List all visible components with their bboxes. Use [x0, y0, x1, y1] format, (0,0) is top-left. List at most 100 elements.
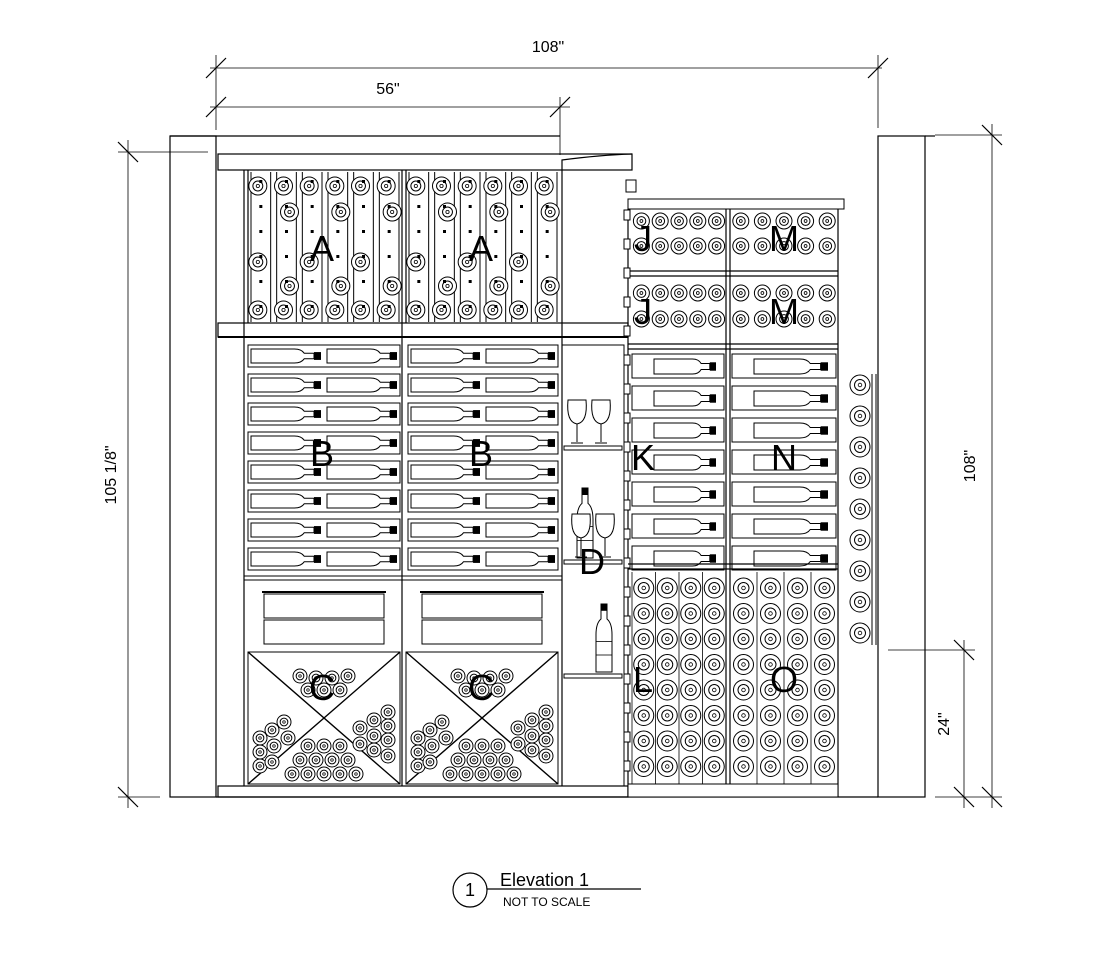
peg [259, 230, 263, 233]
bottle-shelf [247, 518, 401, 542]
bottle-end [656, 705, 678, 726]
bottle-end [633, 679, 655, 701]
bottle-shelf [247, 344, 401, 368]
bottle-end [708, 212, 726, 230]
peg [520, 205, 523, 208]
bottle-shelf [631, 353, 725, 379]
bottle-end [299, 300, 319, 320]
peg [336, 205, 340, 208]
bottle-shelf [731, 449, 837, 475]
peg [494, 230, 498, 233]
label-m-bottom: M [769, 291, 799, 332]
bottle-end [680, 679, 702, 701]
bottle-end [703, 577, 725, 599]
drawing-scale-note: NOT TO SCALE [503, 895, 590, 909]
peg [259, 180, 263, 183]
edge-notch [623, 528, 631, 540]
bottle-end [670, 284, 688, 302]
wine-glass [595, 513, 615, 558]
bottle-end [656, 730, 678, 752]
overall-width-label: 108" [532, 39, 564, 56]
edge-notch [623, 296, 631, 308]
peg [310, 205, 314, 208]
bottle-end [708, 237, 726, 255]
bottle-end [538, 748, 554, 764]
bottle-end [276, 714, 292, 730]
bottle-side [653, 454, 716, 471]
left-height-label: 105 1/8" [103, 445, 120, 504]
peg [520, 305, 523, 308]
bottle-end [524, 712, 540, 728]
bottle-side [410, 377, 480, 393]
bottle-end [366, 742, 382, 758]
section-j-m-racks [623, 179, 845, 797]
bottle-end [633, 756, 655, 777]
bottle-end [498, 752, 514, 768]
bottle-end [442, 766, 458, 782]
bottle-end [534, 176, 554, 196]
bottle-side [410, 522, 480, 538]
drawing-number: 1 [465, 880, 475, 900]
bottle-side [653, 358, 716, 375]
bottle-shelf [631, 545, 725, 571]
bottle-end [252, 758, 268, 774]
bottle-end [308, 670, 324, 686]
bottle-end [366, 728, 382, 744]
bottle-end [703, 705, 725, 726]
bottle-shelf [407, 431, 559, 455]
label-j-top: J [634, 218, 652, 259]
peg [310, 280, 314, 283]
bottle-end [331, 202, 351, 222]
drawer [421, 593, 543, 619]
bottle-end [376, 300, 396, 320]
peg [285, 280, 288, 283]
bottle-end [787, 628, 808, 650]
bottle-end [510, 736, 526, 752]
bottle-end [380, 704, 396, 720]
bottle-end [382, 202, 402, 222]
peg [362, 180, 365, 183]
glass-shelf [563, 673, 623, 679]
drawer [421, 619, 543, 645]
bottle-side [326, 348, 397, 364]
bottle-shelf [407, 518, 559, 542]
bottle-end [466, 670, 482, 686]
edge-notch [623, 499, 631, 511]
label-m-top: M [769, 218, 799, 259]
bottle-end [775, 284, 793, 302]
peg [520, 230, 523, 233]
bottle-end [656, 654, 678, 675]
bottle-side [410, 435, 480, 451]
edge-notch [623, 673, 631, 685]
drawer [263, 619, 385, 645]
bottle-side [410, 464, 480, 480]
bottle-end [651, 212, 669, 230]
bottle-end [651, 284, 669, 302]
bottle-end [509, 176, 528, 196]
bottle-end [814, 603, 835, 624]
bottle-end [506, 766, 522, 782]
peg [387, 305, 391, 308]
bottle-end [632, 212, 650, 230]
bottle-end [760, 654, 781, 675]
bottle-side [485, 377, 555, 393]
edge-notch [623, 354, 631, 366]
peg [417, 280, 421, 283]
bottle-side [250, 522, 321, 538]
peg [336, 280, 340, 283]
peg [417, 205, 421, 208]
bottle-end [814, 577, 835, 599]
bottle-end [733, 628, 754, 650]
bottle-end [633, 654, 655, 675]
peg [285, 180, 288, 183]
bottle-end [689, 284, 707, 302]
bottle-end [332, 766, 348, 782]
bottle-end [814, 679, 835, 701]
bottle-end [797, 212, 815, 230]
peg [336, 305, 340, 308]
bottle-end [632, 284, 650, 302]
bottle-end [540, 202, 560, 222]
bottle-end [292, 668, 308, 684]
bottle-side [410, 551, 480, 567]
edge-notch [623, 412, 631, 424]
